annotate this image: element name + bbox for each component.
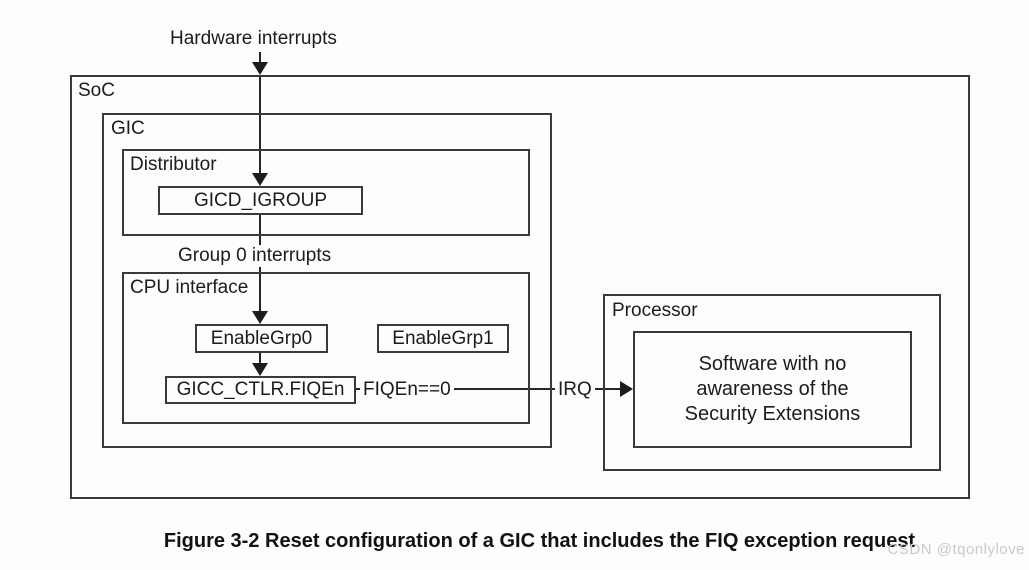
gicd-igroup-register-box: GICD_IGROUP (158, 186, 363, 215)
soc-box (70, 75, 970, 499)
software-line-1: Software with no (698, 353, 847, 375)
enable-grp1-label: EnableGrp1 (392, 327, 494, 349)
software-line-3: Security Extensions (684, 403, 861, 425)
fiqen-condition-label: FIQEn==0 (360, 379, 454, 401)
software-line-2: awareness of the (696, 378, 849, 400)
arrow-down-icon (252, 311, 268, 324)
enable-line-segment (259, 353, 261, 365)
enable-grp0-label: EnableGrp0 (210, 327, 313, 349)
arrow-down-icon (252, 363, 268, 376)
gicc-ctlr-fiqen-box: GICC_CTLR.FIQEn (165, 376, 356, 404)
gicd-igroup-label: GICD_IGROUP (193, 189, 328, 211)
gic-label: GIC (111, 118, 145, 139)
soc-label: SoC (78, 80, 115, 101)
irq-signal-line (355, 388, 622, 390)
arrow-down-icon (252, 62, 268, 75)
distributor-box (122, 149, 530, 236)
processor-label: Processor (612, 300, 698, 321)
software-box (633, 331, 912, 448)
enable-grp0-box: EnableGrp0 (195, 324, 328, 353)
irq-label: IRQ (555, 379, 595, 401)
cpu-interface-box (122, 272, 530, 424)
interrupt-line-segment (259, 52, 261, 64)
interrupt-line-segment (259, 77, 261, 175)
csdn-watermark: CSDN @tqonlylove (887, 541, 1025, 558)
enable-grp1-box: EnableGrp1 (377, 324, 509, 353)
hardware-interrupts-label: Hardware interrupts (170, 28, 337, 49)
software-description: Software with no awareness of the Securi… (633, 331, 912, 448)
group0-interrupts-label: Group 0 interrupts (175, 245, 335, 267)
distributor-label: Distributor (130, 154, 217, 175)
cpu-interface-label: CPU interface (130, 277, 249, 298)
processor-box (603, 294, 941, 471)
gic-box (102, 113, 552, 448)
arrow-down-icon (252, 173, 268, 186)
figure-caption: Figure 3-2 Reset configuration of a GIC … (163, 530, 916, 552)
gicc-ctlr-fiqen-label: GICC_CTLR.FIQEn (176, 379, 345, 400)
arrow-right-icon (620, 381, 633, 397)
